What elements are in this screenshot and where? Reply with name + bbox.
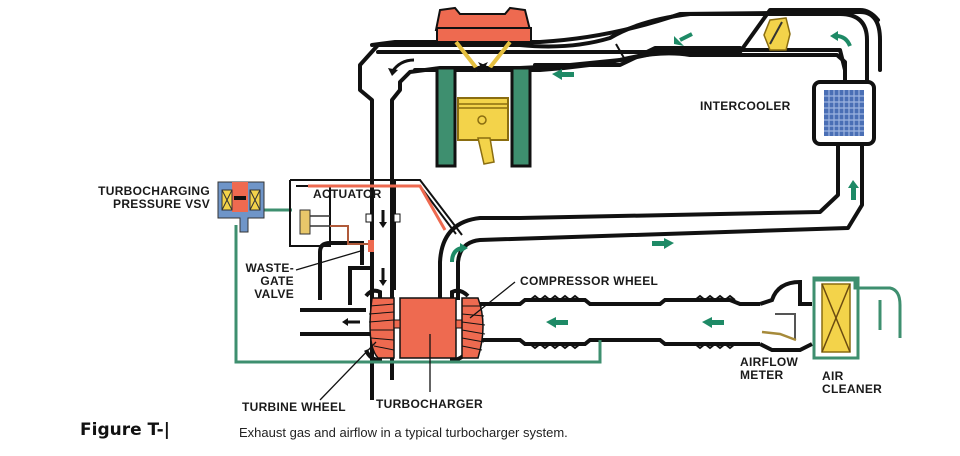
airflow-meter-label-line2: METER [740, 368, 784, 382]
turbocharger [364, 288, 486, 363]
exhaust-arrow-down-1 [379, 210, 387, 228]
figure-caption: Exhaust gas and airflow in a typical tur… [239, 425, 568, 440]
air-arrow-intake-2 [702, 317, 724, 328]
actuator [299, 209, 374, 252]
upper-duct-top-wall [358, 12, 869, 400]
intercooler-label: INTERCOOLER [700, 99, 791, 113]
compressor-wheel-label: COMPRESSOR WHEEL [520, 274, 659, 288]
duct-flap [615, 43, 625, 59]
connecting-rod [477, 137, 495, 165]
compressor-intake-upper [480, 298, 760, 306]
vsv-label-line2: PRESSURE VSV [113, 197, 210, 211]
air-arrow-to-cooler [652, 238, 674, 249]
actuator-label: ACTUATOR [313, 187, 382, 201]
air-arrow-up [848, 180, 859, 200]
airflow-meter-label: AIRFLOW METER [740, 356, 798, 382]
bellows [529, 294, 736, 350]
intercooler-grid [824, 90, 864, 136]
exhaust-arrow-left [342, 318, 360, 326]
air-arrow-intake-1 [546, 317, 568, 328]
upper-duct-bottom-wall [390, 51, 847, 380]
wastegate-bypass-inner [348, 266, 370, 305]
compressor-wheel [461, 297, 484, 359]
air-cleaner [812, 276, 902, 360]
exhaust-arrow-down-2 [379, 268, 387, 286]
air-arrow-top-left [552, 69, 574, 80]
figure-label: Figure T-| [80, 420, 170, 440]
wastegate-label-line2: GATE [260, 274, 294, 288]
cylinder-head [434, 6, 532, 31]
vsv-label-line1: TURBOCHARGING [98, 184, 210, 198]
vsv-label: TURBOCHARGING PRESSURE VSV [60, 185, 210, 211]
engine-cylinder [434, 6, 532, 168]
wastegate-valve [368, 240, 374, 252]
wastegate-bypass [318, 241, 364, 300]
flow-arrows [342, 31, 859, 328]
airflow-meter [759, 279, 813, 352]
intercooler [812, 80, 876, 146]
turbocharger-label: TURBOCHARGER [376, 397, 483, 411]
airflow-meter-label-line1: AIRFLOW [740, 355, 799, 369]
wastegate-label-line3: VALVE [254, 287, 294, 301]
cooler-inlet-left-wall [438, 144, 840, 300]
air-arrows [546, 32, 859, 328]
turbocharging-pressure-vsv [217, 181, 265, 233]
turbine-blades [368, 303, 395, 351]
air-cleaner-label: AIR CLEANER [822, 370, 882, 396]
air-cleaner-label-line1: AIR [822, 369, 844, 383]
air-arrow-duct [674, 32, 693, 46]
wastegate-valve-label: WASTE- GATE VALVE [232, 262, 294, 301]
compressor-intake-lower [480, 338, 760, 346]
wastegate-label-line1: WASTE- [245, 261, 294, 275]
air-arrow-curve-top [835, 34, 852, 47]
piston [457, 97, 509, 141]
turbo-center-housing [399, 297, 457, 359]
leader-lines [295, 249, 516, 401]
compressor-blades [461, 305, 486, 351]
turbine-wheel-label: TURBINE WHEEL [242, 400, 346, 414]
throttle-valve [763, 17, 791, 51]
actuator-rod [308, 184, 447, 231]
cooler-inlet-right-wall [456, 144, 864, 300]
air-cleaner-label-line2: CLEANER [822, 382, 883, 396]
